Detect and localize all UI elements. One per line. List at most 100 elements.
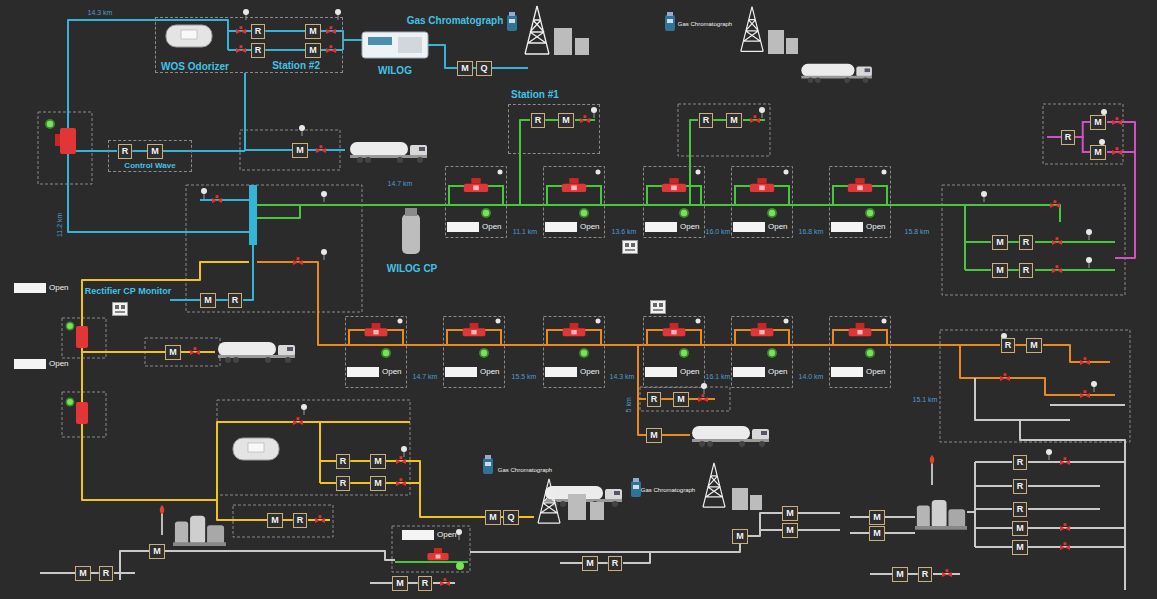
instrument-box: R bbox=[1013, 502, 1028, 517]
equipment-label: Rectifier CP Monitor bbox=[85, 287, 171, 297]
manifold bbox=[249, 185, 257, 245]
instrument-code: M bbox=[677, 394, 685, 404]
pipe-connector bbox=[1008, 241, 1019, 243]
block-valve bbox=[45, 119, 464, 570]
instrument-box: R bbox=[1061, 130, 1076, 145]
status-text: Open bbox=[49, 283, 69, 293]
valve-status: Open bbox=[347, 367, 402, 377]
instrument-box: M bbox=[149, 544, 165, 559]
pipe-connector bbox=[1015, 344, 1026, 346]
instrument-box: Q bbox=[476, 61, 491, 76]
valve-status: Open bbox=[645, 367, 700, 377]
instrument-code: R bbox=[340, 456, 347, 466]
pipe-connector bbox=[350, 460, 370, 462]
instrument-box: M bbox=[782, 506, 798, 521]
equipment-label: Gas Chromatograph bbox=[407, 15, 504, 26]
instrument-code: R bbox=[1023, 237, 1030, 247]
instrument-box: M bbox=[147, 144, 163, 159]
instrument-code: M bbox=[396, 578, 404, 588]
instrument-box: M bbox=[457, 61, 473, 76]
instrument-code: M bbox=[730, 115, 738, 125]
status-field bbox=[831, 367, 863, 377]
status-field bbox=[645, 367, 677, 377]
instrument-box: M bbox=[1090, 115, 1106, 130]
pipe-connector bbox=[598, 562, 608, 564]
status-field bbox=[14, 359, 46, 369]
instrument-code: M bbox=[151, 146, 159, 156]
station-name: Control Wave bbox=[109, 160, 191, 171]
instrument-code: R bbox=[1065, 132, 1072, 142]
status-text: Open bbox=[768, 367, 788, 377]
instrument-box: M bbox=[370, 476, 386, 491]
distance-label: 14.7 km bbox=[412, 373, 439, 381]
status-field bbox=[545, 367, 577, 377]
distance-label: 15.5 km bbox=[511, 373, 538, 381]
instrument-box: M bbox=[1026, 338, 1042, 353]
distance-label: 14.3 km bbox=[609, 373, 636, 381]
valve-status: Open bbox=[545, 367, 600, 377]
instrument-code: M bbox=[489, 512, 497, 522]
instrument-code: R bbox=[1017, 481, 1024, 491]
status-field bbox=[447, 222, 479, 232]
distance-label: 15.8 km bbox=[904, 228, 931, 236]
instrument-code: M bbox=[204, 295, 212, 305]
valve-status: Open bbox=[733, 222, 788, 232]
instrument-box: M bbox=[392, 576, 408, 591]
sensor-dot bbox=[201, 9, 1107, 540]
device-label: Gas Chromatograph bbox=[498, 467, 552, 474]
status-field bbox=[733, 367, 765, 377]
instrument-code: R bbox=[422, 578, 429, 588]
distance-label: 14.7 km bbox=[387, 180, 414, 188]
distance-label: 15.1 km bbox=[912, 396, 939, 404]
instrument-box: R bbox=[418, 576, 433, 591]
status-text: Open bbox=[49, 359, 69, 369]
instrument-code: M bbox=[1030, 340, 1038, 350]
valve-symbol bbox=[190, 26, 1122, 586]
instrument-code: M bbox=[169, 347, 177, 357]
status-text: Open bbox=[866, 222, 886, 232]
pipe-connector bbox=[216, 299, 228, 301]
instrument-box: M bbox=[869, 510, 885, 525]
station-group: Control WaveR M bbox=[108, 140, 192, 172]
instrument-box: R bbox=[336, 454, 351, 469]
instrument-box: R bbox=[118, 144, 133, 159]
instrument-box: M bbox=[782, 523, 798, 538]
distance-label: 11.1 km bbox=[512, 228, 538, 236]
valve-status: Open bbox=[445, 367, 500, 377]
instrument-code: R bbox=[1017, 457, 1024, 467]
instrument-code: M bbox=[586, 558, 594, 568]
pipe-connector bbox=[91, 572, 99, 574]
status-text: Open bbox=[382, 367, 402, 377]
instrument-box: R bbox=[699, 113, 714, 128]
instrument-code: M bbox=[786, 525, 794, 535]
instrument-code: R bbox=[340, 478, 347, 488]
station-name: Station #1 bbox=[511, 89, 559, 100]
instrument-code: R bbox=[1017, 504, 1024, 514]
instrument-code: M bbox=[296, 145, 304, 155]
instrument-code: R bbox=[255, 26, 262, 36]
valve-status: Open bbox=[831, 222, 886, 232]
instrument-code: M bbox=[153, 546, 161, 556]
pipe-connector bbox=[908, 573, 918, 575]
instrument-box: R bbox=[293, 513, 308, 528]
instrument-code: M bbox=[786, 508, 794, 518]
instrument-box: M bbox=[305, 43, 321, 58]
distance-label: 11.2 km bbox=[56, 212, 64, 238]
equipment bbox=[113, 6, 968, 546]
instrument-code: M bbox=[79, 568, 87, 578]
equipment-label: WILOG CP bbox=[387, 263, 438, 274]
equipment-label: WILOG bbox=[378, 65, 412, 76]
station-name: Station #2 bbox=[272, 60, 320, 71]
pipe-connector bbox=[1075, 137, 1090, 152]
station-group: Station #1RM bbox=[508, 104, 600, 154]
instrument-code: M bbox=[1016, 542, 1024, 552]
instrument-code: R bbox=[703, 115, 710, 125]
distance-label: 14.0 km bbox=[798, 373, 825, 381]
valve-status: Open bbox=[14, 283, 69, 293]
equipment-label: WOS Odorizer bbox=[161, 61, 229, 72]
valve-status: Open bbox=[733, 367, 788, 377]
pipe-connector bbox=[713, 119, 726, 121]
instrument-box: R bbox=[1001, 338, 1016, 353]
